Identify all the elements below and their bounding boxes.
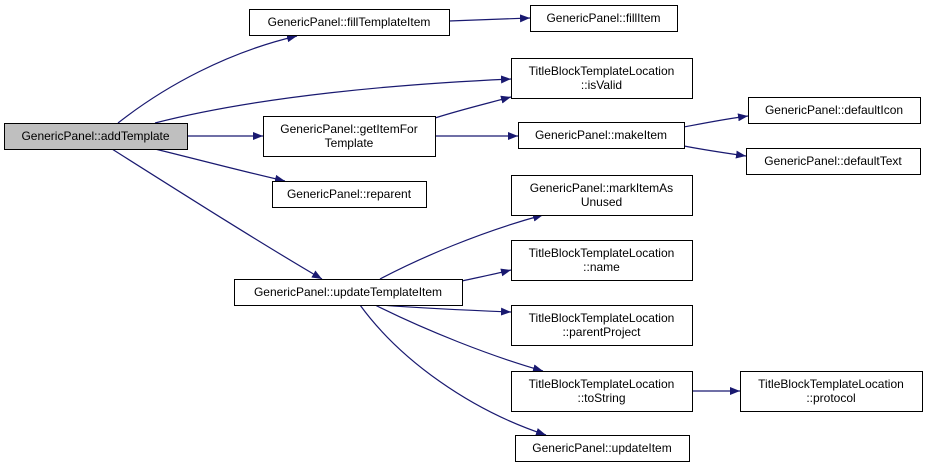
- node-label: GenericPanel::defaultText: [764, 154, 902, 168]
- node-isValid[interactable]: TitleBlockTemplateLocation::isValid: [511, 58, 693, 99]
- node-updateTemplateItem[interactable]: GenericPanel::updateTemplateItem: [234, 279, 463, 306]
- node-label: GenericPanel::makeItem: [535, 128, 667, 142]
- node-makeItem[interactable]: GenericPanel::makeItem: [518, 122, 685, 149]
- node-label: Template: [325, 136, 374, 150]
- node-label: TitleBlockTemplateLocation: [529, 64, 675, 78]
- node-box: [511, 240, 693, 281]
- node-label: TitleBlockTemplateLocation: [529, 377, 675, 391]
- node-label: ::name: [583, 260, 620, 274]
- node-defaultIcon[interactable]: GenericPanel::defaultIcon: [748, 97, 921, 124]
- node-name[interactable]: TitleBlockTemplateLocation::name: [511, 240, 693, 281]
- node-label: ::toString: [577, 391, 625, 405]
- node-box: [518, 122, 685, 149]
- node-box: [740, 371, 923, 412]
- node-label: GenericPanel::defaultIcon: [765, 103, 903, 117]
- node-label: GenericPanel::reparent: [287, 187, 412, 201]
- node-box: [249, 9, 450, 36]
- edge-addTemplate-to-updateTemplateItem: [111, 148, 323, 280]
- edge-fillTemplateItem-to-fillItem: [448, 14, 531, 23]
- node-label: GenericPanel::getItemFor: [280, 122, 417, 136]
- node-addTemplate[interactable]: GenericPanel::addTemplate: [4, 123, 188, 150]
- edge-updateTemplateItem-to-markItemAsUnused: [379, 213, 544, 280]
- node-label: TitleBlockTemplateLocation: [529, 311, 675, 325]
- node-label: GenericPanel::updateItem: [532, 441, 671, 455]
- node-box: [511, 371, 693, 412]
- node-protocol[interactable]: TitleBlockTemplateLocation::protocol: [740, 371, 923, 412]
- call-nodes: GenericPanel::addTemplate GenericPanel::f…: [4, 5, 923, 462]
- node-toString[interactable]: TitleBlockTemplateLocation::toString: [511, 371, 693, 412]
- call-edges: [111, 14, 749, 436]
- node-box: [234, 279, 463, 306]
- node-label: ::isValid: [581, 78, 622, 92]
- edge-updateTemplateItem-to-toString: [374, 304, 544, 373]
- node-label: TitleBlockTemplateLocation: [529, 246, 675, 260]
- node-parentProject[interactable]: TitleBlockTemplateLocation::parentProjec…: [511, 305, 693, 346]
- edge-makeItem-to-defaultIcon: [683, 113, 749, 128]
- edge-makeItem-to-defaultText: [683, 145, 747, 159]
- node-updateItem[interactable]: GenericPanel::updateItem: [515, 435, 690, 462]
- edge-updateTemplateItem-to-updateItem: [359, 304, 547, 436]
- node-box: [511, 305, 693, 346]
- node-label: GenericPanel::fillTemplateItem: [268, 15, 431, 29]
- node-fillItem[interactable]: GenericPanel::fillItem: [530, 5, 678, 32]
- node-label: ::protocol: [806, 391, 855, 405]
- node-box: [511, 58, 693, 99]
- node-label: GenericPanel::markItemAs: [530, 181, 673, 195]
- edge-addTemplate-to-isValid: [154, 75, 512, 124]
- node-box: [263, 116, 436, 157]
- edge-addTemplate-to-reparent: [154, 148, 286, 183]
- edge-getItemForTemplate-to-isValid: [434, 95, 512, 119]
- node-label: GenericPanel::fillItem: [546, 11, 660, 25]
- node-box: [530, 5, 678, 32]
- node-fillTemplateItem[interactable]: GenericPanel::fillTemplateItem: [249, 9, 450, 36]
- edge-updateTemplateItem-to-parentProject: [379, 304, 512, 316]
- edge-updateTemplateItem-to-name: [461, 268, 512, 282]
- edge-addTemplate-to-fillTemplateItem: [117, 34, 298, 124]
- node-defaultText[interactable]: GenericPanel::defaultText: [746, 148, 921, 175]
- node-label: TitleBlockTemplateLocation: [758, 377, 904, 391]
- node-box: [272, 181, 427, 208]
- node-label: Unused: [581, 195, 622, 209]
- node-box: [746, 148, 921, 175]
- node-box: [4, 123, 188, 150]
- node-label: ::parentProject: [562, 325, 641, 339]
- node-box: [511, 175, 693, 216]
- node-box: [748, 97, 921, 124]
- node-reparent[interactable]: GenericPanel::reparent: [272, 181, 427, 208]
- node-box: [515, 435, 690, 462]
- node-label: GenericPanel::updateTemplateItem: [254, 285, 442, 299]
- node-label: GenericPanel::addTemplate: [21, 129, 169, 143]
